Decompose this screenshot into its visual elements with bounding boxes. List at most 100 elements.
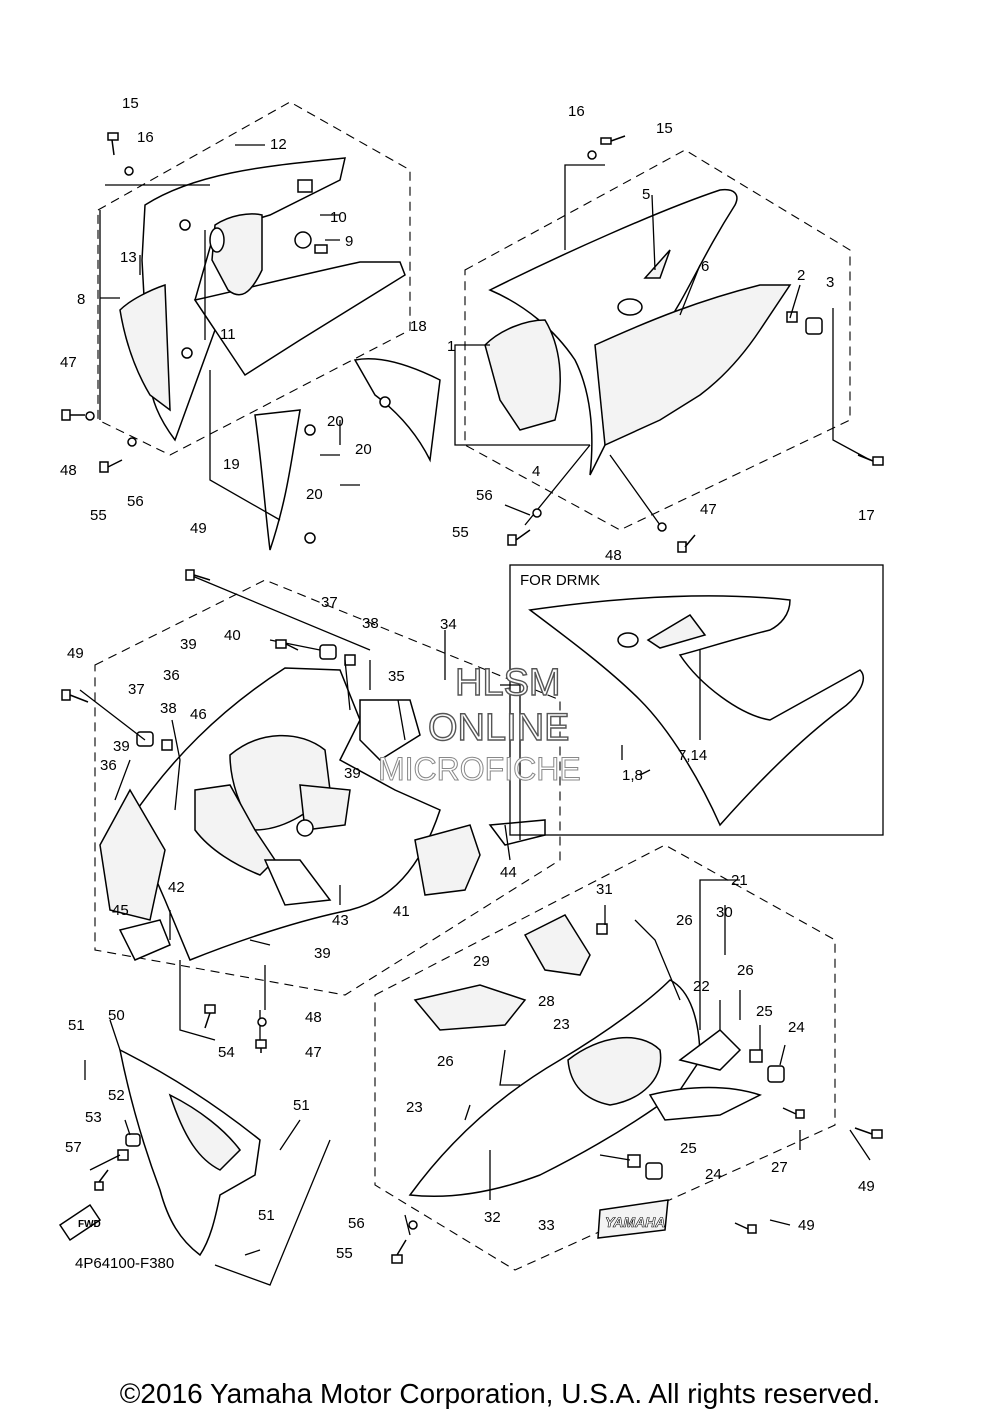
callout: 49: [190, 520, 207, 537]
callout: 1: [447, 338, 455, 355]
callout: 23: [553, 1016, 570, 1033]
callout: 31: [596, 881, 613, 898]
callout: 52: [108, 1087, 125, 1104]
callout: 15: [122, 95, 139, 112]
callout: 38: [160, 700, 177, 717]
inset-for-drmk: [509, 564, 884, 836]
callout: 26: [737, 962, 754, 979]
callout: 54: [218, 1044, 235, 1061]
callout: 25: [756, 1003, 773, 1020]
callout: 22: [693, 978, 710, 995]
callout: 41: [393, 903, 410, 920]
callout: 15: [656, 120, 673, 137]
callout: 10: [330, 209, 347, 226]
side-cover-left: [119, 157, 406, 442]
inset-title: FOR DRMK: [520, 572, 600, 589]
inset-frame: [509, 564, 884, 836]
watermark-line2: ONLINE: [428, 707, 569, 749]
callout: 37: [321, 594, 338, 611]
callout-numbers: 15 16 12 10 9 13 8 11 47 48 55 56 19 20 …: [60, 95, 875, 1262]
callout: 7,14: [678, 747, 707, 764]
callout: 46: [190, 706, 207, 723]
callout: 11: [220, 326, 236, 343]
watermark-line3: MICROFICHE: [378, 751, 581, 787]
callout: 49: [798, 1217, 815, 1234]
callout: 56: [476, 487, 493, 504]
fasteners: [61, 132, 884, 1264]
callout: 21: [731, 872, 748, 889]
callout: 25: [680, 1140, 697, 1157]
callout: 8: [77, 291, 85, 308]
callout: 45: [112, 902, 129, 919]
callout: 39: [113, 738, 130, 755]
group-outline-inner-panel: [94, 579, 561, 996]
callout: 44: [500, 864, 517, 881]
callout: 28: [538, 993, 555, 1010]
callout: 56: [127, 493, 144, 510]
callout: 57: [65, 1139, 82, 1156]
callout: 20: [327, 413, 344, 430]
callout: 55: [452, 524, 469, 541]
group-outline-under-cowl: [374, 844, 836, 1271]
callout: 24: [788, 1019, 805, 1036]
callout: 50: [108, 1007, 125, 1024]
callout: 40: [224, 627, 241, 644]
callout: 34: [440, 616, 457, 633]
callout: 1,8: [622, 767, 643, 784]
callout: 16: [137, 129, 154, 146]
callout: 42: [168, 879, 185, 896]
callout: 13: [120, 249, 137, 266]
callout: 47: [60, 354, 77, 371]
inner-panel-group: [99, 644, 546, 961]
callout: 2: [797, 267, 805, 284]
callout: 39: [314, 945, 331, 962]
callout: 47: [700, 501, 717, 518]
callout: 48: [605, 547, 622, 564]
callout: 37: [128, 681, 145, 698]
callout: 29: [473, 953, 490, 970]
fwd-label: FWD: [78, 1219, 101, 1230]
callout: 19: [223, 456, 240, 473]
callout: 6: [701, 258, 709, 275]
callout: 49: [858, 1178, 875, 1195]
callout: 33: [538, 1217, 555, 1234]
callout: 26: [437, 1053, 454, 1070]
callout: 55: [90, 507, 107, 524]
watermark-line1: HLSM: [455, 662, 561, 704]
leader-lines: [79, 144, 871, 1286]
callout: 51: [293, 1097, 310, 1114]
callout: 56: [348, 1215, 365, 1232]
callout: 27: [771, 1159, 788, 1176]
callout: 48: [60, 462, 77, 479]
callout: 55: [336, 1245, 353, 1262]
callout: 53: [85, 1109, 102, 1126]
callout: 30: [716, 904, 733, 921]
fwd-arrow: [58, 1203, 102, 1242]
callout: 36: [100, 757, 117, 774]
callout: 5: [642, 186, 650, 203]
callout: 20: [355, 441, 372, 458]
group-outlines: [94, 101, 851, 1271]
callout: 38: [362, 615, 379, 632]
small-panels-18-19: [254, 357, 441, 551]
callout: 23: [406, 1099, 423, 1116]
callout: 12: [270, 136, 287, 153]
under-cowl-group: YAMAHA: [408, 914, 785, 1239]
callout: 51: [68, 1017, 85, 1034]
callout: 48: [305, 1009, 322, 1026]
callout: 39: [344, 765, 361, 782]
callout: 17: [858, 507, 875, 524]
callout: 49: [67, 645, 84, 662]
callout: 47: [305, 1044, 322, 1061]
yamaha-decal-text: YAMAHA: [605, 1214, 665, 1230]
callout: 20: [306, 486, 323, 503]
callout: 43: [332, 912, 349, 929]
watermark: HLSM ONLINE MICROFICHE: [378, 661, 582, 787]
callout: 9: [345, 233, 353, 250]
callout: 4: [532, 463, 540, 480]
callout: 51: [258, 1207, 275, 1224]
callout: 3: [826, 274, 834, 291]
yamaha-decal-33: [597, 1199, 669, 1239]
side-cover-right: [484, 188, 823, 476]
